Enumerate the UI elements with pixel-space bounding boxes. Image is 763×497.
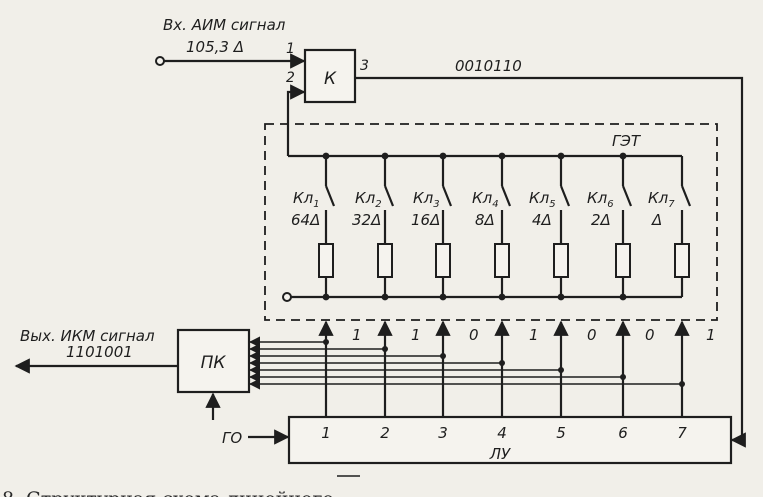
bit-label-2: 1 (411, 326, 421, 344)
bit-label-1: 1 (352, 326, 362, 344)
tap-node (323, 339, 329, 345)
key-switch-1 (324, 185, 336, 207)
key-column: Кл1 64Δ (291, 152, 336, 301)
key-weight-5: 4Δ (532, 211, 552, 229)
key-weight-1: 64Δ (291, 211, 320, 229)
key-column: Кл2 32Δ (352, 152, 395, 301)
lu-pin-1: 1 (321, 424, 331, 442)
key-switch-4 (500, 185, 512, 207)
key-weight-7: Δ (651, 211, 662, 229)
key-switch-2 (383, 185, 395, 207)
lu-pin-7: 7 (677, 424, 687, 442)
bit-label-3: 0 (469, 326, 479, 344)
key-switch-5 (559, 185, 571, 207)
key-switch-3 (441, 185, 453, 207)
key-name-4: Кл4 (472, 189, 499, 210)
tap-node (499, 360, 505, 366)
key-weight-6: 2Δ (591, 211, 611, 229)
tap-node (440, 353, 446, 359)
figure-caption: 8. Структурная схема линейного (2, 488, 334, 497)
key-column: Кл5 4Δ (529, 152, 571, 301)
key-name-1: Кл1 (293, 189, 320, 210)
lu-pin-6: 6 (618, 424, 628, 442)
bit-label-4: 1 (529, 326, 539, 344)
input-signal-title: Вх. АИМ сигнал (163, 16, 286, 34)
reference-feedback-wire (286, 84, 306, 156)
lu-block (287, 415, 733, 465)
bus-node (619, 293, 627, 301)
key-name-3: Кл3 (413, 189, 440, 210)
bus-node (322, 293, 330, 301)
pk-label: ПК (201, 353, 227, 373)
input-signal-value: 105,3 Δ (186, 38, 244, 56)
output-signal-value: 1101001 (66, 343, 133, 361)
tap-node (558, 367, 564, 373)
pk-input-bus (248, 336, 685, 390)
bus-node (381, 293, 389, 301)
comparator-label: К (324, 69, 337, 89)
resistor-5 (553, 243, 569, 278)
tap-node (382, 346, 388, 352)
key-weight-4: 8Δ (475, 211, 495, 229)
key-switch-6 (621, 185, 633, 207)
get-region (264, 123, 718, 321)
resistor-1 (318, 243, 334, 278)
key-name-6: Кл6 (587, 189, 614, 210)
output-signal-title: Вых. ИКМ сигнал (20, 327, 155, 345)
lu-pin-3: 3 (438, 424, 448, 442)
get-label: ГЭТ (612, 132, 642, 150)
resistor-4 (494, 243, 510, 278)
key-name-7: Кл7 (648, 189, 675, 210)
tap-node (620, 374, 626, 380)
lu-pin-4: 4 (497, 424, 507, 442)
key-column: Кл7 Δ (648, 156, 692, 297)
tap-node (679, 381, 685, 387)
bit-label-7: 1 (706, 326, 716, 344)
code-word-label: 0010110 (455, 57, 522, 75)
key-column: Кл3 16Δ (411, 152, 453, 301)
resistor-2 (377, 243, 393, 278)
bus-node (557, 293, 565, 301)
key-switch-7 (680, 185, 692, 207)
key-name-2: Кл2 (355, 189, 382, 210)
resistor-3 (435, 243, 451, 278)
get-ground-terminal (282, 292, 292, 302)
key-column: Кл4 8Δ (472, 152, 512, 301)
resistor-6 (615, 243, 631, 278)
comparator-output-wire (355, 76, 746, 448)
input-terminal (155, 56, 165, 66)
key-weight-2: 32Δ (352, 211, 381, 229)
pk-block (176, 328, 251, 394)
key-column: Кл6 2Δ (587, 152, 633, 301)
comparator-pin-1: 1 (286, 41, 295, 57)
bit-label-6: 0 (645, 326, 655, 344)
lu-pin-2: 2 (380, 424, 390, 442)
lu-label: ЛУ (489, 445, 511, 463)
comparator-block (303, 48, 357, 104)
bit-label-5: 0 (587, 326, 597, 344)
bus-node (498, 293, 506, 301)
comparator-pin-2: 2 (286, 70, 295, 86)
go-label: ГО (222, 429, 242, 447)
resistor-7 (674, 243, 690, 278)
key-weight-3: 16Δ (411, 211, 440, 229)
comparator-pin-3: 3 (360, 58, 369, 74)
key-name-5: Кл5 (529, 189, 556, 210)
lu-pin-5: 5 (556, 424, 566, 442)
bus-node (439, 293, 447, 301)
